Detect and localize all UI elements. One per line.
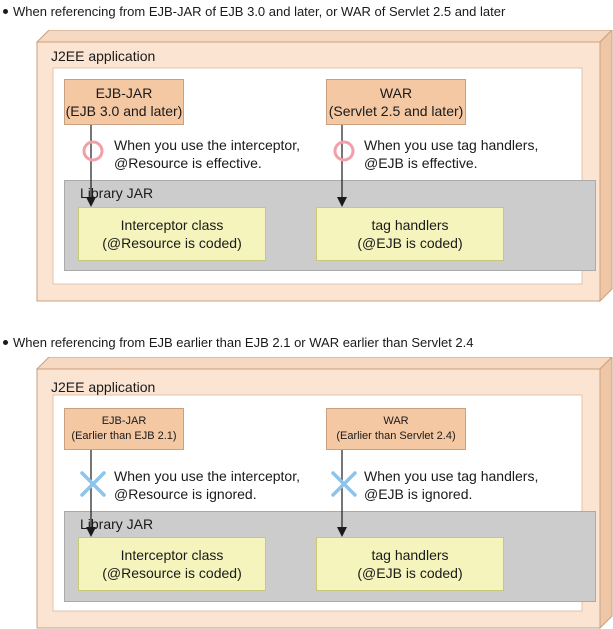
diagram-panel-1: J2EE application EJB-JAR (EJB 3.0 and la… [0,30,613,302]
interceptor-class-box: Interceptor class (@Resource is coded) [78,537,266,591]
ignored-cross-icon [80,471,106,497]
reference-arrow-right [337,450,347,537]
ejb-jar-module: EJB-JAR (EJB 3.0 and later) [64,79,184,125]
war-module: WAR (Earlier than Servlet 2.4) [326,408,466,450]
bullet-icon [3,9,8,15]
tag-handlers-box: tag handlers (@EJB is coded) [316,207,504,261]
reference-arrow-left [86,125,96,207]
ignored-cross-icon [331,471,357,497]
reference-arrow-right [337,125,347,207]
effective-circle-icon [333,140,355,162]
bullet-icon [3,340,8,346]
ejb-jar-module: EJB-JAR (Earlier than EJB 2.1) [64,408,184,450]
interceptor-note: When you use the interceptor, @Resource … [114,137,300,171]
tag-handlers-note: When you use tag handlers, @EJB is effec… [364,137,539,171]
tag-handlers-box: tag handlers (@EJB is coded) [316,537,504,591]
library-jar-label: Library JAR [80,516,154,532]
section-heading-2: When referencing from EJB earlier than E… [3,335,474,351]
interceptor-class-box: Interceptor class (@Resource is coded) [78,207,266,261]
section-heading-1: When referencing from EJB-JAR of EJB 3.0… [3,4,505,20]
war-module: WAR (Servlet 2.5 and later) [326,79,466,125]
diagram-panel-2: J2EE application EJB-JAR (Earlier than E… [0,357,613,629]
app-title: J2EE application [51,379,156,395]
tag-handlers-note: When you use tag handlers, @EJB is ignor… [364,468,539,502]
app-title: J2EE application [51,48,156,64]
interceptor-note: When you use the interceptor, @Resource … [114,468,300,502]
library-jar-label: Library JAR [80,185,154,201]
reference-arrow-left [86,450,96,537]
effective-circle-icon [82,140,104,162]
